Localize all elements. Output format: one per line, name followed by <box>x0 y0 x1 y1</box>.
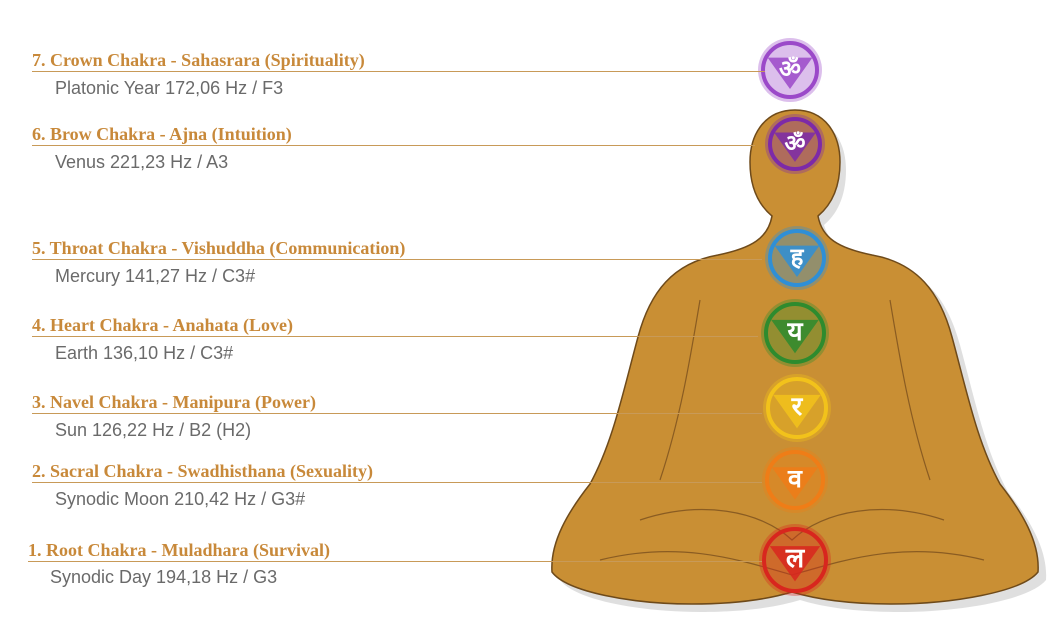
chakra-title: 7. Crown Chakra - Sahasrara (Spiritualit… <box>32 50 365 70</box>
leader-line-navel <box>32 413 762 414</box>
leader-line-root <box>28 561 762 562</box>
chakra-frequency: Sun 126,22 Hz / B2 (H2) <box>55 420 252 440</box>
chakra-title: 4. Heart Chakra - Anahata (Love) <box>32 315 293 335</box>
figure-contour <box>599 299 985 576</box>
root-chakra-icon: ल <box>759 524 831 596</box>
chakra-title: 5. Throat Chakra - Vishuddha (Communicat… <box>32 238 406 258</box>
leader-line-heart <box>32 336 758 337</box>
crown-chakra-icon: ॐ <box>758 38 822 102</box>
svg-text:ल: ल <box>785 543 806 574</box>
svg-text:ॐ: ॐ <box>785 131 806 157</box>
sacral-chakra-icon: व <box>762 447 828 513</box>
brow-chakra-icon: ॐ <box>765 114 825 174</box>
leader-line-brow <box>32 145 755 146</box>
chakra-frequency: Synodic Day 194,18 Hz / G3 <box>50 567 278 587</box>
leader-line-crown <box>32 71 765 72</box>
svg-text:य: य <box>786 317 803 347</box>
navel-chakra-icon: र <box>763 374 831 442</box>
svg-text:र: र <box>791 392 804 422</box>
chakra-frequency: Synodic Moon 210,42 Hz / G3# <box>55 489 306 509</box>
throat-chakra-icon: ह <box>765 226 829 290</box>
chakra-frequency: Platonic Year 172,06 Hz / F3 <box>55 78 284 98</box>
chakra-title: 3. Navel Chakra - Manipura (Power) <box>32 392 316 412</box>
chakra-title: 2. Sacral Chakra - Swadhisthana (Sexuali… <box>32 461 374 481</box>
svg-text:व: व <box>787 464 803 493</box>
leader-line-throat <box>32 259 762 260</box>
chakra-frequency: Mercury 141,27 Hz / C3# <box>55 266 256 286</box>
chakra-frequency: Venus 221,23 Hz / A3 <box>55 152 229 172</box>
leader-line-sacral <box>32 482 762 483</box>
heart-chakra-icon: य <box>761 299 829 367</box>
chakra-title: 1. Root Chakra - Muladhara (Survival) <box>28 540 331 560</box>
svg-text:ॐ: ॐ <box>779 55 801 83</box>
svg-text:ह: ह <box>790 243 805 271</box>
chakra-title: 6. Brow Chakra - Ajna (Intuition) <box>32 124 292 144</box>
chakra-frequency: Earth 136,10 Hz / C3# <box>55 343 234 363</box>
